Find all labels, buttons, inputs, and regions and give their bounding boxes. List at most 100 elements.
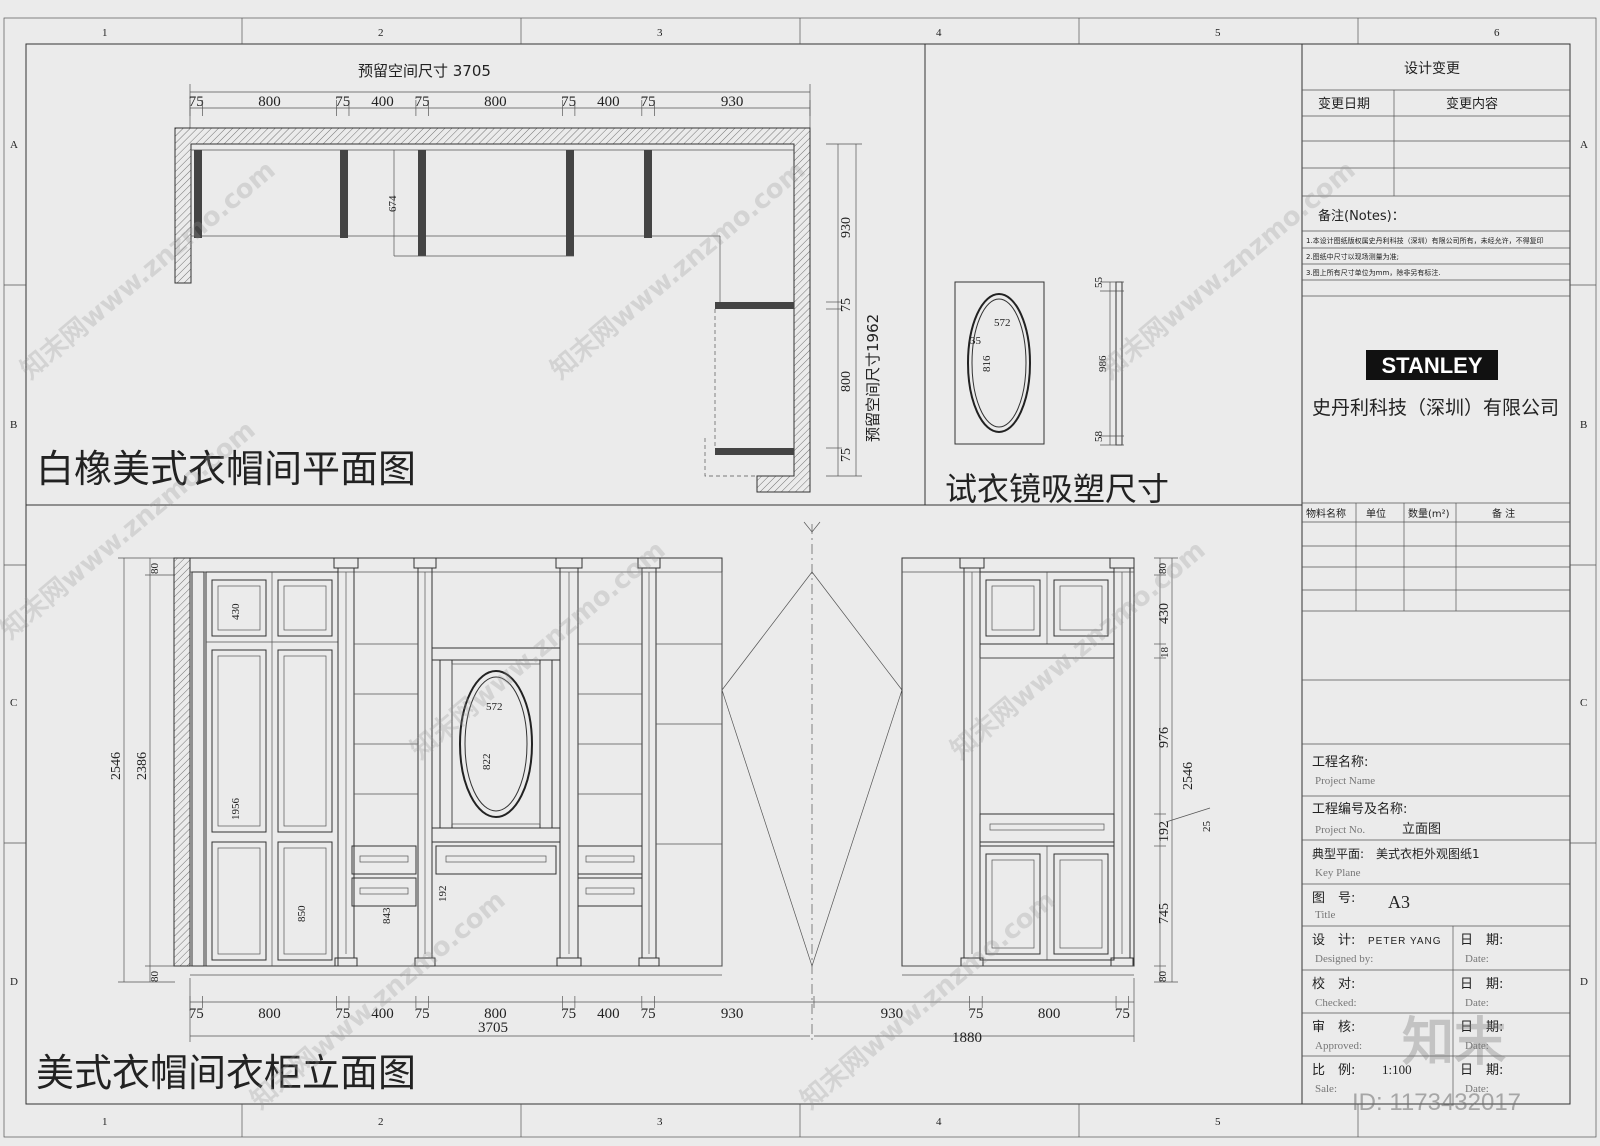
mirror-title: 试衣镜吸塑尺寸 (945, 470, 1169, 508)
plan-inner-depth: 674 (387, 195, 399, 212)
watermark-5: 知末网www.znzmo.com (405, 535, 671, 765)
elev-right-total: 2546 (1181, 762, 1196, 790)
plan-wall (174, 127, 811, 493)
tb-rev-date: 变更日期 (1318, 96, 1370, 112)
tb-project-no-en: Project No. (1315, 824, 1365, 836)
grid-col-2-top: 2 (378, 27, 384, 39)
tb-key-plane-cn: 典型平面: (1312, 847, 1364, 861)
plan-side-shelf-2 (715, 448, 794, 455)
tb-notes-label: 备注(Notes)： (1318, 208, 1405, 224)
grid-col-1-bottom: 1 (102, 1116, 108, 1128)
column-capital (333, 557, 359, 569)
tb-title-value: A3 (1388, 892, 1410, 912)
elev-right-dim-745: 745 (1157, 903, 1172, 924)
tb-title-en: Title (1315, 909, 1336, 921)
tb-date-cn-4: 日 期: (1460, 1063, 1503, 1078)
tb-rev-content: 变更内容 (1446, 96, 1498, 112)
grid-row-c: C (10, 697, 17, 709)
elev-left-height-inner: 2386 (135, 752, 150, 780)
plan-top-dim-label: 75 (335, 94, 350, 110)
grid-ticks (4, 18, 1596, 1137)
tb-project-no-cn: 工程编号及名称: (1312, 801, 1407, 817)
tb-mat-h4: 备 注 (1492, 507, 1515, 520)
column-base (334, 957, 358, 967)
grid-col-4-bottom: 4 (936, 1116, 942, 1128)
elev-bottom-dim-label: 400 (597, 1006, 620, 1022)
tb-project-no-value: 立面图 (1402, 822, 1441, 837)
plan-top-total: 预留空间尺寸 3705 (358, 62, 491, 80)
elevation-title: 美式衣帽间衣柜立面图 (36, 1051, 416, 1095)
grid-row-a-right: A (1580, 139, 1588, 151)
elev-columns (333, 557, 1135, 967)
tb-date-cn-1: 日 期: (1460, 933, 1503, 948)
plan-top-dim-label: 400 (597, 94, 620, 110)
tb-revision-header: 设计变更 (1404, 61, 1460, 77)
tb-checked-en: Checked: (1315, 997, 1357, 1009)
tb-note-1: 1.本设计图纸版权属史丹利科技（深圳）有限公司所有，未经允许，不得复印 (1306, 236, 1544, 245)
elev-bottom-dim-label: 800 (484, 1006, 507, 1022)
tb-date-en-1: Date: (1465, 953, 1489, 965)
tb-date-en-3: Date: (1465, 1040, 1489, 1052)
elev-corner (721, 521, 903, 1040)
mirror-profile-dim-top: 55 (1093, 277, 1105, 289)
plan-partitions (194, 150, 652, 257)
inner-frame (25, 43, 1571, 1105)
grid-row-b-right: B (1580, 419, 1587, 431)
plan-top-dim-label: 930 (721, 94, 744, 110)
elev-top-cap: 80 (149, 563, 161, 575)
column-capital (413, 557, 437, 569)
tb-checked-cn: 校 对: (1312, 976, 1355, 992)
elev-bottom-dim-label: 75 (561, 1006, 576, 1022)
elev-left-height-total: 2546 (109, 752, 124, 780)
tb-mat-h3: 数量(m²) (1408, 507, 1450, 520)
watermark-8: 知末网www.znzmo.com (795, 885, 1061, 1115)
plan-side-dim-800: 800 (839, 371, 854, 392)
plan-side-shelf-1 (715, 302, 794, 309)
tb-date-en-2: Date: (1465, 997, 1489, 1009)
elevation-view: 2546 2386 80 80 430 1956 850 (36, 521, 1213, 1095)
grid-col-1-top: 1 (102, 27, 108, 39)
stanley-logo (1366, 350, 1498, 380)
column-capital (555, 557, 583, 569)
plan-top-dim-label: 800 (258, 94, 281, 110)
elev-right-dim-976: 976 (1157, 727, 1172, 748)
grid-col-6-top: 6 (1494, 27, 1500, 39)
elev-bottom-base: 80 (149, 971, 161, 983)
plan-top-dim-label: 75 (641, 94, 656, 110)
elev-bottom-dim-label: 75 (189, 1006, 204, 1022)
watermark-id: ID: 1173432017 (1352, 1089, 1521, 1116)
elev-right-dim-430: 430 (1157, 603, 1172, 624)
elev-bottom-dim-label: 75 (415, 1006, 430, 1022)
mirror-frame (954, 281, 1045, 445)
tb-note-2: 2.图纸中尺寸以现场测量为准; (1306, 252, 1399, 261)
elev-right-dim-18: 18 (1159, 647, 1171, 659)
tb-designed-cn: 设 计: (1312, 933, 1355, 948)
elev-right-extra: 25 (1201, 821, 1213, 833)
grid-col-5-top: 5 (1215, 27, 1221, 39)
elev-left-wall (173, 557, 191, 967)
elev-right-cabinet (901, 557, 1135, 976)
tb-key-plane-en: Key Plane (1315, 867, 1361, 879)
elev-right-dim-192: 192 (1157, 821, 1172, 842)
plan-top-dim-label: 75 (561, 94, 576, 110)
grid-labels: 1 2 3 4 5 6 1 2 3 4 5 A B C D A B C D (10, 27, 1588, 1128)
elev-bottom-dim-label: 75 (641, 1006, 656, 1022)
elev-bottom-dim-label: 75 (335, 1006, 350, 1022)
tb-project-name-cn: 工程名称: (1312, 754, 1368, 770)
grid-col-4-top: 4 (936, 27, 942, 39)
elev-right-dim-80-bottom: 80 (1157, 971, 1169, 983)
elev-drawer-dim: 192 (437, 886, 449, 903)
watermark-2: 知末网www.znzmo.com (545, 155, 811, 385)
mirror-profile-dim-mid: 986 (1097, 355, 1109, 372)
elev-right-dim-80-top: 80 (1157, 563, 1169, 575)
plan-top-dim-label: 75 (189, 94, 204, 110)
elev-shelves-right (577, 643, 722, 907)
column-capital (959, 557, 985, 569)
grid-row-d-right: D (1580, 976, 1588, 988)
grid-col-5-bottom: 5 (1215, 1116, 1221, 1128)
tb-date-cn-2: 日 期: (1460, 977, 1503, 992)
mirror-detail: 572 35 816 55 986 58 试衣镜吸塑尺寸 (945, 277, 1169, 509)
elev-mirror-width: 572 (486, 701, 503, 713)
